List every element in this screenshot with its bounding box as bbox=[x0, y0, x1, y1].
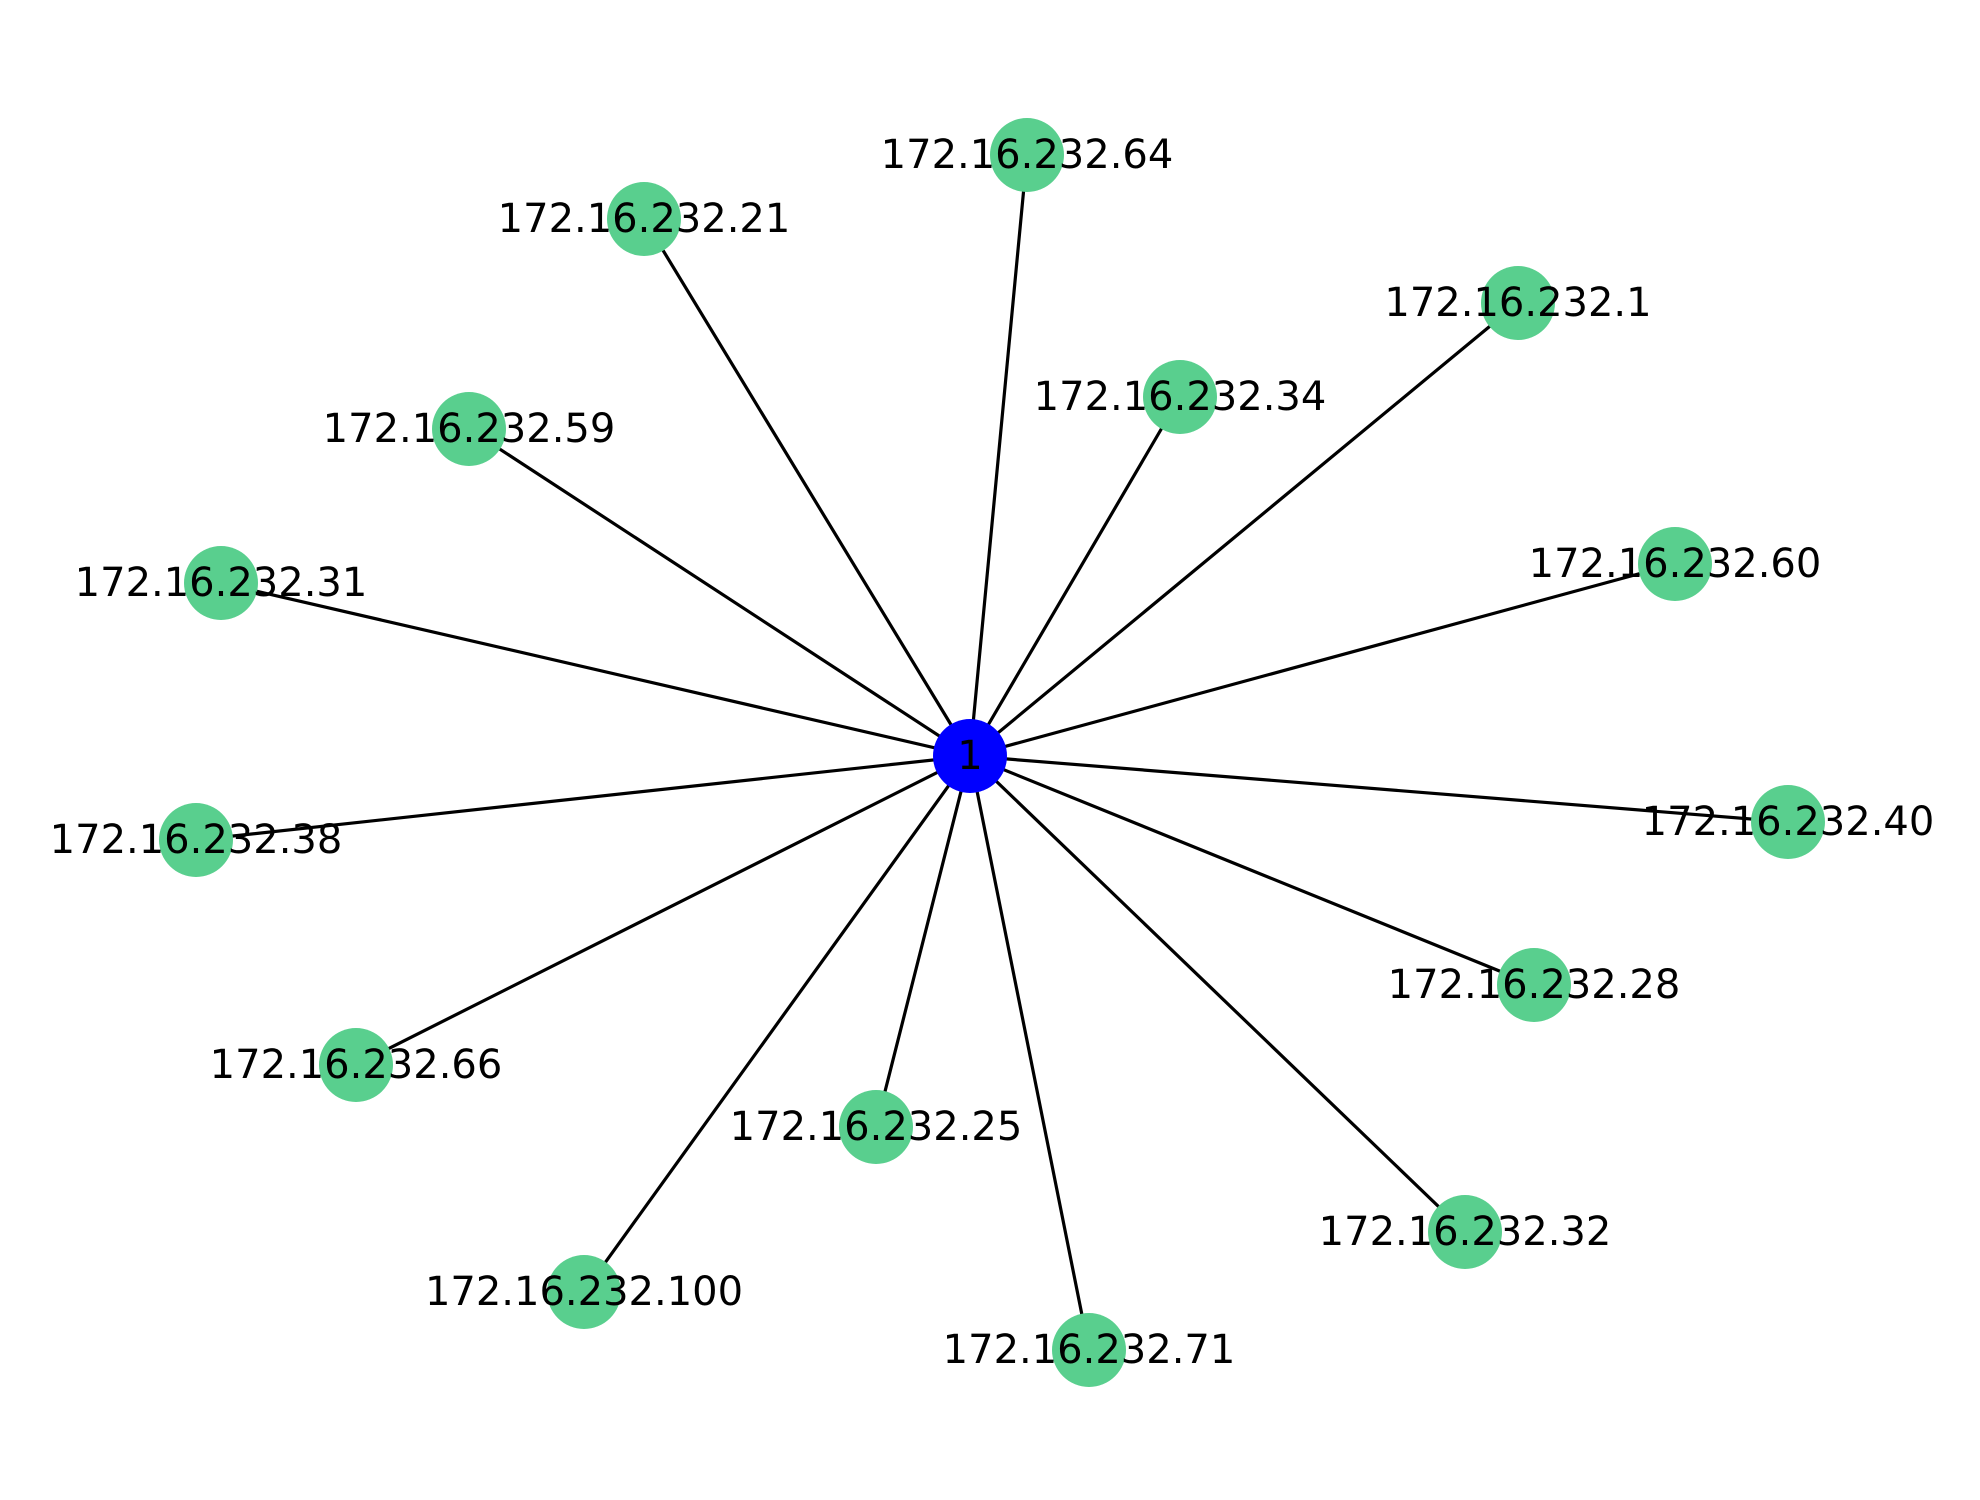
edge-n31 bbox=[219, 581, 972, 758]
node-n59 bbox=[432, 392, 506, 466]
node-label-n34: 172.16.232.34 bbox=[1034, 374, 1327, 420]
node-label-n60: 172.16.232.60 bbox=[1529, 541, 1822, 587]
edge-n28 bbox=[968, 754, 1536, 987]
node-n34 bbox=[1143, 360, 1217, 434]
node-label-n71: 172.16.232.71 bbox=[943, 1327, 1236, 1373]
edge-n21 bbox=[642, 217, 972, 758]
edge-n60 bbox=[968, 562, 1677, 758]
node-label-n28: 172.16.232.28 bbox=[1388, 962, 1681, 1008]
node-n64 bbox=[990, 118, 1064, 192]
node-label-n38: 172.16.232.38 bbox=[50, 817, 343, 863]
labels-layer: 172.16.232.64 172.16.232.21 172.16.232.1 17… bbox=[50, 132, 1935, 1373]
node-n40 bbox=[1751, 785, 1825, 859]
node-label-n31: 172.16.232.31 bbox=[75, 560, 368, 606]
node-label-n25: 172.16.232.25 bbox=[730, 1104, 1023, 1150]
edge-n1 bbox=[968, 301, 1520, 758]
edge-n66 bbox=[354, 754, 972, 1067]
edge-n64 bbox=[968, 153, 1029, 758]
node-n32 bbox=[1428, 1195, 1502, 1269]
node-label-n100: 172.16.232.100 bbox=[425, 1269, 743, 1315]
node-n66 bbox=[319, 1028, 393, 1102]
node-n100 bbox=[547, 1255, 621, 1329]
node-label-n59: 172.16.232.59 bbox=[323, 406, 616, 452]
edges-layer bbox=[194, 153, 1790, 1352]
node-label-n32: 172.16.232.32 bbox=[1319, 1209, 1612, 1255]
hub-node-label: 1 bbox=[957, 733, 982, 779]
node-n38 bbox=[159, 803, 233, 877]
edge-n100 bbox=[582, 754, 972, 1294]
hub-node bbox=[933, 719, 1007, 793]
node-n28 bbox=[1497, 948, 1571, 1022]
node-n31 bbox=[184, 546, 258, 620]
edge-n25 bbox=[874, 754, 972, 1129]
node-label-n40: 172.16.232.40 bbox=[1642, 799, 1935, 845]
node-n21 bbox=[607, 182, 681, 256]
edge-n40 bbox=[968, 754, 1790, 824]
node-n60 bbox=[1638, 527, 1712, 601]
edge-n71 bbox=[968, 754, 1091, 1352]
edge-n59 bbox=[467, 427, 972, 758]
node-label-n1: 172.16.232.1 bbox=[1384, 280, 1651, 326]
edge-n32 bbox=[968, 754, 1467, 1234]
node-n71 bbox=[1052, 1313, 1126, 1387]
node-label-n66: 172.16.232.66 bbox=[210, 1042, 503, 1088]
edge-n34 bbox=[968, 395, 1182, 758]
node-label-n64: 172.16.232.64 bbox=[881, 132, 1174, 178]
edge-n38 bbox=[194, 754, 972, 842]
nodes-layer bbox=[159, 118, 1825, 1387]
node-label-n21: 172.16.232.21 bbox=[498, 196, 791, 242]
node-n1 bbox=[1481, 266, 1555, 340]
node-n25 bbox=[839, 1090, 913, 1164]
